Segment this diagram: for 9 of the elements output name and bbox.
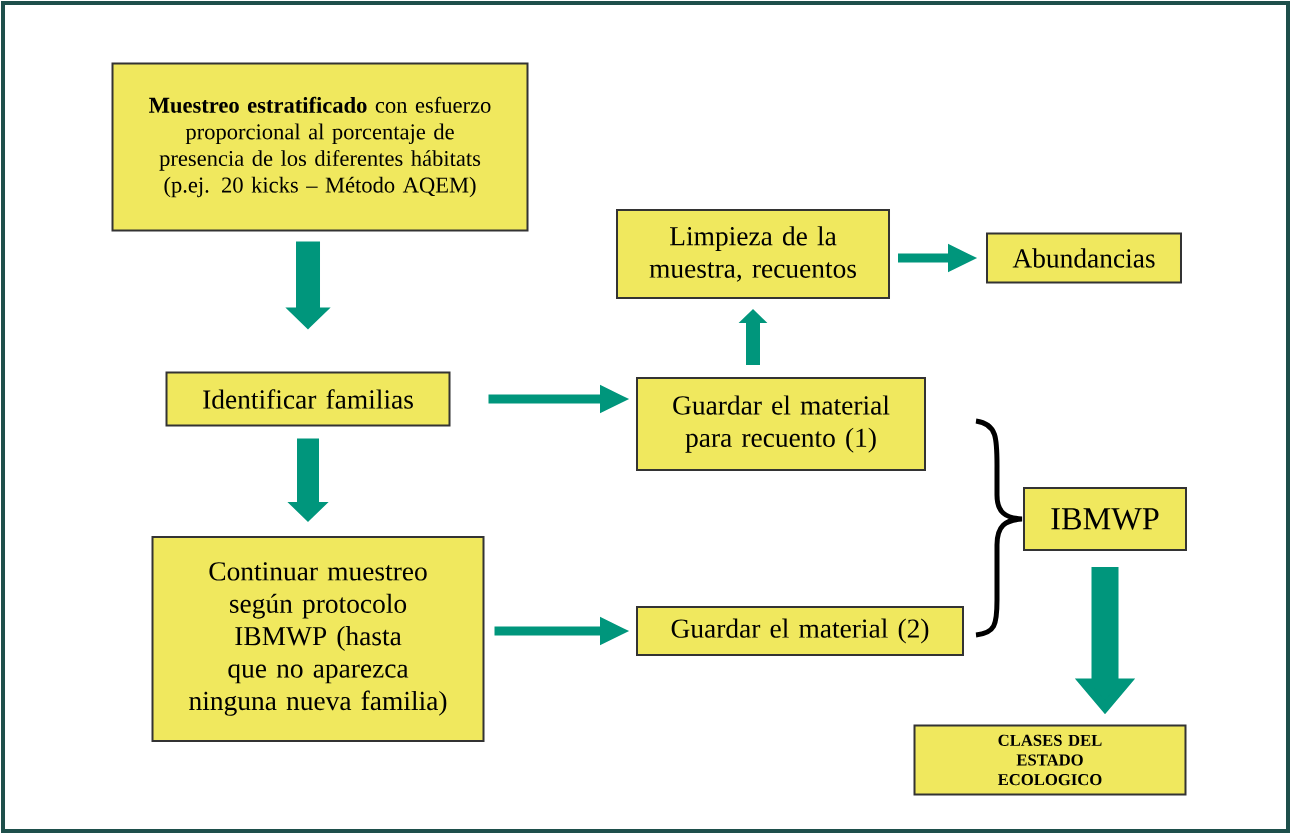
process-box: Guardar el material para recuento (1) bbox=[636, 377, 926, 471]
process-box: IBMWP bbox=[1023, 487, 1187, 551]
process-box: Guardar el material (2) bbox=[636, 606, 964, 656]
process-box: CLASES DEL ESTADO ECOLOGICO bbox=[913, 724, 1187, 796]
process-box: Identificar familias bbox=[165, 371, 451, 427]
process-box: Limpieza de la muestra, recuentos bbox=[616, 209, 890, 299]
process-box: Abundancias bbox=[986, 232, 1182, 284]
process-box: Muestreo estratificado con esfuerzo proporcional al porcentaje de presencia de los diferentes hábitats (p.ej. 20 kicks – Método AQEM) bbox=[111, 62, 529, 232]
process-box: Continuar muestreo según protocolo IBMWP (hasta que no aparezca ninguna nueva familia) bbox=[151, 536, 485, 742]
